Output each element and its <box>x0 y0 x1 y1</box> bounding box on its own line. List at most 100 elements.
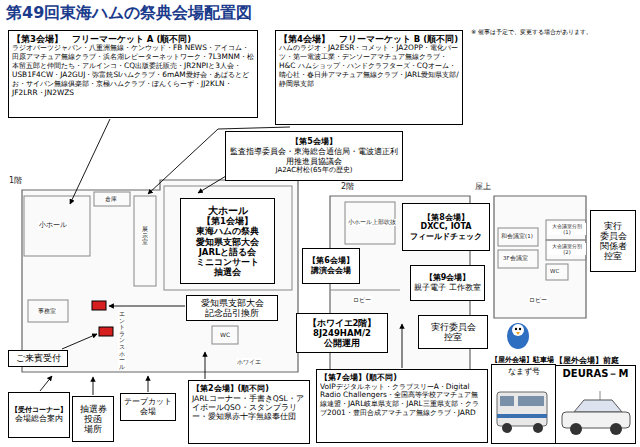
leader-arrow <box>402 324 403 368</box>
venue-heading: 【第9会場】 <box>413 273 482 283</box>
venue-text: JA2AC村松(65年の歴史) <box>228 166 400 174</box>
floor-label: 1階 <box>8 176 23 186</box>
venue-text: ご来賓受付 <box>10 353 66 363</box>
venue-text: 会場総合案内 <box>11 414 67 424</box>
venue-heading: 【屋外会場】駐車場 <box>491 356 556 364</box>
first-floor-outline <box>22 180 298 372</box>
note: ※ 催事は予定で、変更する場合があります。 <box>470 28 593 35</box>
room-outline <box>24 196 90 256</box>
venue-heading: 【受付コーナー】 <box>11 406 67 414</box>
venue-box: 【第6会場】講演会会場 <box>302 248 360 284</box>
floor-label: 2階 <box>340 182 355 192</box>
room-label: 事務室 <box>37 307 57 314</box>
venue-text: 講演会会場 <box>305 266 357 276</box>
room-label: 倉庫 <box>104 195 118 202</box>
leader-arrow <box>198 176 226 193</box>
venue-heading: 【第5会場】 <box>228 137 400 147</box>
outdoor-frame: なまず号 <box>491 364 556 444</box>
floor-label: 屋上 <box>474 182 492 192</box>
room-label: エントランスホール <box>118 311 126 370</box>
venue-text: DXCC, IOTA フィールドチェック <box>406 222 486 241</box>
venue-heading: 【第7会場】(順不同) <box>320 373 484 383</box>
leader-arrow <box>70 119 110 204</box>
mascot-beak <box>516 332 520 335</box>
car-antenna <box>600 391 601 400</box>
room-box: 実行 委員会 関係者 控室 <box>590 210 636 272</box>
venue-text: 東海ハムの祭典 愛知県支部大会 JARLと語る会 ミニコンサート 抽選会 <box>184 226 271 277</box>
van-body <box>497 392 547 426</box>
room-outline <box>28 300 68 322</box>
counter-box: 愛知県支部大会 記念品引換所 <box>186 295 278 321</box>
room-outline <box>498 250 538 268</box>
van-window <box>500 396 514 406</box>
venue-heading: 【第6会場】 <box>305 256 357 266</box>
van-stripe <box>497 414 547 418</box>
van-wheel <box>502 423 512 433</box>
venue-box: 【ホワイエ2階】8J249HAM/2 公開運用 <box>296 313 388 353</box>
corridor-line <box>330 290 400 291</box>
venue-text: ラジオパーツジャパン・八重洲無線・ケンウッド・FB NEWS・アイコム・田原アマ… <box>12 44 254 97</box>
venue-text: 親子電子 工作教室 <box>413 283 482 293</box>
venue-text: なまず号 <box>494 367 553 377</box>
venue-text: 実行委員会 控室 <box>421 322 485 342</box>
room-outline <box>212 326 238 344</box>
venue-box: 【第4会場】 フリーマーケット B (順不同)ハムのラジオ・JA2ESR・コメッ… <box>275 30 463 125</box>
venue-text: 抽選券 投函 場所 <box>75 404 111 435</box>
room-outline <box>134 196 156 286</box>
room-label: ホワイエ <box>236 358 262 365</box>
counter-box: 抽選券 投函 場所 <box>72 396 114 442</box>
room-label: 大会議室分割(1) <box>548 223 586 235</box>
venue-heading: 【第8会場】 <box>406 213 486 223</box>
room-outline <box>94 192 130 206</box>
venue-heading: 【第3会場】 フリーマーケット A (順不同) <box>12 34 254 44</box>
venue-box: 【第8会場】DXCC, IOTA フィールドチェック <box>402 203 490 251</box>
car-wheel <box>570 423 582 435</box>
venue-heading: 【第4会場】 フリーマーケット B (順不同) <box>279 34 459 44</box>
room-outline <box>546 220 586 240</box>
room-label: 小ホール上部吹抜 <box>347 219 397 226</box>
desk-marker <box>99 327 113 336</box>
leader-arrow <box>148 376 149 392</box>
room-outline <box>498 228 538 246</box>
venue-text: 8J249HAM/2 公開運用 <box>299 328 385 348</box>
mascot-face <box>512 324 524 336</box>
room-label: ロビー <box>352 296 372 303</box>
venue-text: 愛知県支部大会 記念品引換所 <box>189 298 275 318</box>
room-outline <box>546 264 568 280</box>
counter-box: テープカット 会場 <box>120 393 176 421</box>
room-label: WC <box>219 331 231 338</box>
car-cabin <box>574 400 622 412</box>
venue-box: 【第7会場】(順不同)VoIPデジタルネット・クラブスリーA・Digital R… <box>316 369 488 443</box>
leader-arrow <box>205 352 206 379</box>
leader-arrow <box>93 377 94 395</box>
desk-marker <box>92 301 106 310</box>
leader-arrow <box>109 306 185 307</box>
room-label: 展示室 <box>141 226 149 246</box>
outdoor-venue: 【屋外会場】駐車場なまず号 <box>491 356 556 444</box>
mascot-body <box>507 323 529 349</box>
room-label: ロビー <box>528 296 548 303</box>
venue-box: 【第2会場】(順不同)JARLコーナー・手書きQSL・アイボールQSO・スタンプ… <box>188 380 310 444</box>
room-outline <box>546 240 586 260</box>
van-window <box>518 396 544 406</box>
mascot-eye <box>519 328 521 330</box>
leader-arrow <box>40 376 52 391</box>
venue-box: 【第5会場】監査指導委員会・東海総合通信局・電波適正利用推進員協議会JA2AC村… <box>225 131 403 181</box>
mascot-eye <box>515 328 517 330</box>
room-box: 実行委員会 控室 <box>418 315 488 349</box>
page-title: 第49回東海ハムの祭典会場配置図 <box>6 3 252 22</box>
venue-text: ハムのラジオ・JA2ESR・コメット・JA2OPP・電化パーツ・第一電波工業・デ… <box>279 44 459 88</box>
room-outline <box>164 186 292 290</box>
counter-box: ご来賓受付 <box>8 350 68 367</box>
hall-box: 大ホール【第1会場】東海ハムの祭典 愛知県支部大会 JARLと語る会 ミニコンサ… <box>180 198 275 284</box>
venue-heading: 【第2会場】(順不同) <box>192 384 306 394</box>
venue-box: 【第3会場】 フリーマーケット A (順不同)ラジオパーツジャパン・八重洲無線・… <box>8 30 258 118</box>
outdoor-frame: DEURAS－M <box>555 365 636 444</box>
venue-heading: 【ホワイエ2階】 <box>299 318 385 328</box>
leader-arrow <box>62 334 97 349</box>
venue-text: テープカット 会場 <box>123 397 173 416</box>
venue-heading: 大ホール <box>184 205 271 216</box>
venue-text: JARLコーナー・手書きQSL・アイボールQSO・スタンプラリー・愛知県赤十字無… <box>192 394 306 421</box>
room-label: 3F会議室 <box>502 255 529 262</box>
venue-text: 実行 委員会 関係者 控室 <box>593 221 633 262</box>
